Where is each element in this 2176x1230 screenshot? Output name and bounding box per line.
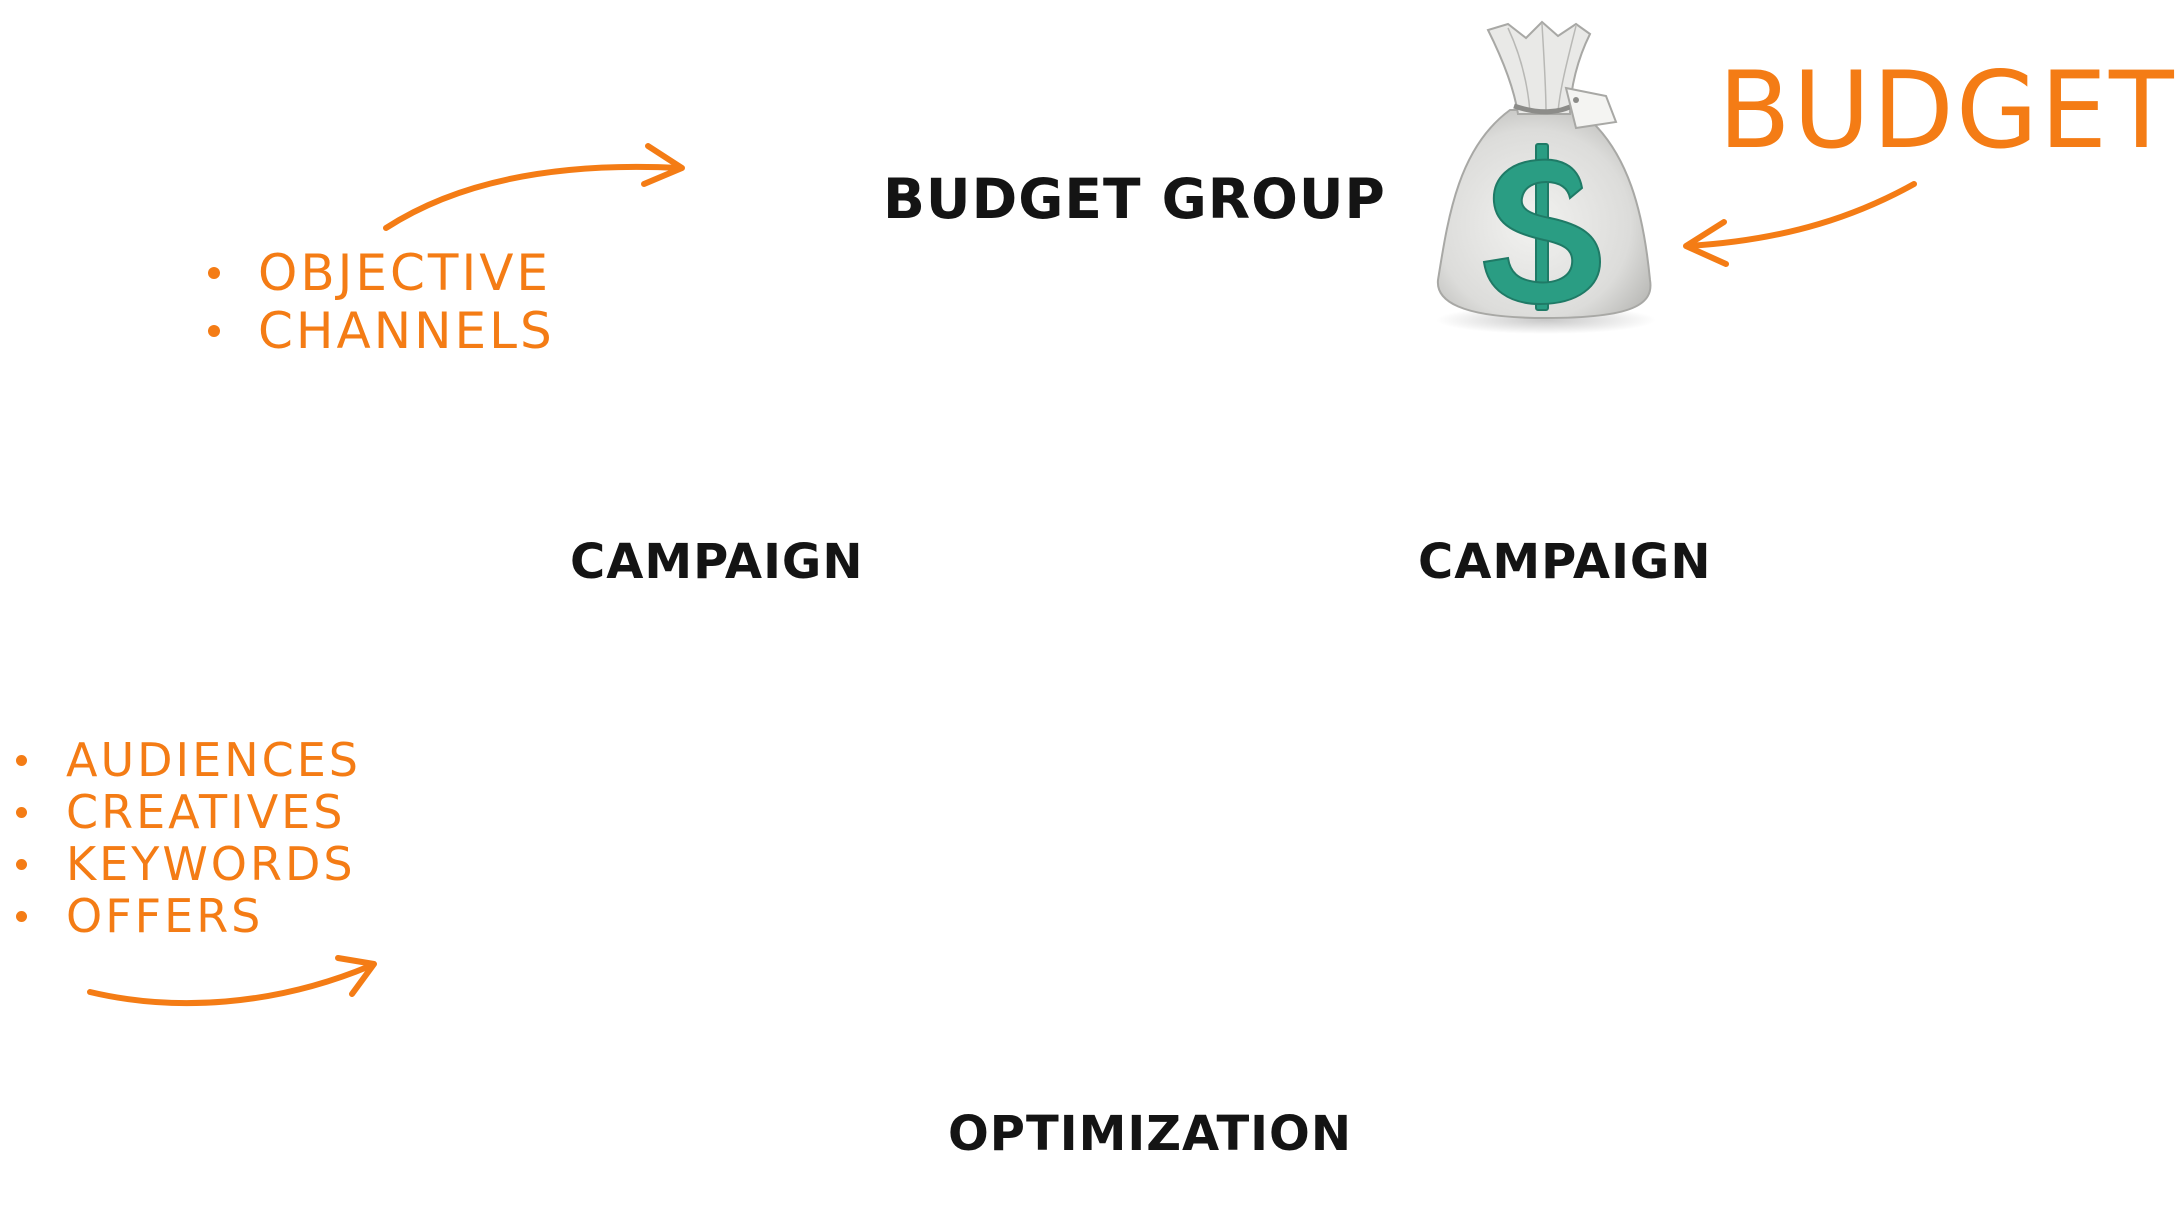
note-item-creatives: CREATIVES xyxy=(16,786,361,838)
optimization-label: OPTIMIZATION xyxy=(948,1106,1353,1162)
note-item-keywords: KEYWORDS xyxy=(16,838,361,890)
note-item-channels: CHANNELS xyxy=(208,302,555,360)
note-item-audiences: AUDIENCES xyxy=(16,734,361,786)
campaign-notes: AUDIENCES CREATIVES KEYWORDS OFFERS xyxy=(16,734,361,942)
budget-annotation: BUDGET xyxy=(1718,49,2176,172)
campaign-label-left: CAMPAIGN xyxy=(570,534,864,590)
arrow-to-budget-group xyxy=(383,143,685,231)
note-item-objective: OBJECTIVE xyxy=(208,244,555,302)
budget-group-label: BUDGET GROUP xyxy=(883,167,1386,231)
money-bag-icon xyxy=(1436,20,1656,334)
arrow-to-campaign xyxy=(87,955,377,1007)
campaign-label-right: CAMPAIGN xyxy=(1418,534,1712,590)
budget-group-notes: OBJECTIVE CHANNELS xyxy=(208,244,555,360)
arrow-to-money-bag xyxy=(1683,181,1917,267)
note-item-offers: OFFERS xyxy=(16,890,361,942)
